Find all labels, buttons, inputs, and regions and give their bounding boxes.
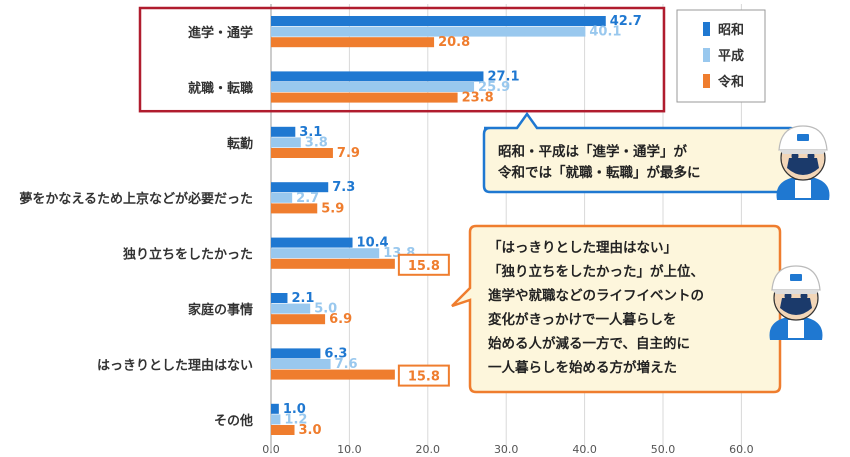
- category-label: 進学・通学: [188, 25, 253, 41]
- value-label: 15.8: [408, 370, 440, 385]
- mascot-cap-badge: [790, 274, 802, 281]
- x-tick-label: 20.0: [416, 443, 441, 456]
- value-label: 1.0: [283, 402, 306, 417]
- bar: [271, 203, 318, 214]
- value-label: 3.8: [305, 135, 328, 150]
- bar: [271, 148, 333, 158]
- value-label: 40.1: [589, 25, 621, 40]
- category-label: 転勤: [227, 136, 253, 152]
- mascot-mask: [787, 158, 819, 175]
- category-label: 家庭の事情: [188, 302, 253, 318]
- mascot-layer: [769, 125, 830, 340]
- callout-text: 昭和・平成は「進学・通学」が: [498, 143, 687, 160]
- bar: [271, 237, 353, 248]
- bar: [271, 293, 288, 303]
- bar: [271, 303, 311, 314]
- bar: [271, 137, 301, 148]
- mascot-collar: [795, 180, 811, 198]
- bar: [271, 258, 395, 269]
- bar: [271, 425, 295, 435]
- mascot-character-icon: [776, 125, 830, 200]
- x-tick-label: 40.0: [572, 443, 597, 456]
- value-label: 5.9: [321, 201, 344, 216]
- bar: [271, 92, 458, 103]
- bar: [271, 182, 329, 193]
- value-label: 7.3: [332, 180, 355, 195]
- category-label: 独り立ちをしたかった: [123, 247, 253, 263]
- mascot-mask: [780, 298, 812, 315]
- legend-swatch: [703, 74, 710, 88]
- bar-layer: [271, 16, 606, 435]
- value-label: 20.8: [438, 35, 470, 50]
- x-tick-label: 60.0: [729, 443, 754, 456]
- highlight-frame: [138, 6, 666, 113]
- callout-layer: 昭和・平成は「進学・通学」が令和では「就職・転職」が最多に「はっきりとした理由は…: [451, 111, 798, 394]
- bar: [271, 26, 586, 37]
- legend-swatch: [703, 22, 710, 36]
- bar: [271, 82, 475, 92]
- mascot-collar: [788, 320, 804, 338]
- category-label: 就職・転職: [188, 80, 253, 96]
- mascot-cap-brim: [779, 150, 827, 154]
- value-label: 6.3: [324, 346, 347, 361]
- callout-text: 始める人が減る一方で、自主的に: [488, 335, 690, 352]
- legend-box: [676, 9, 766, 103]
- bar: [271, 369, 395, 380]
- value-label-box: [397, 253, 450, 276]
- callout-text: 進学や就職などのライフイベントの: [488, 287, 704, 304]
- value-label: 2.1: [291, 291, 314, 306]
- value-label: 5.0: [314, 302, 337, 317]
- bar: [271, 403, 279, 414]
- x-tick-label: 30.0: [494, 443, 519, 456]
- category-label: その他: [214, 413, 253, 429]
- mascot-cap-badge: [797, 134, 809, 141]
- x-tick-label: 0.0: [262, 443, 280, 456]
- callout-text: 「はっきりとした理由はない」: [488, 239, 677, 256]
- value-label: 10.4: [357, 236, 389, 251]
- value-label: 23.8: [462, 91, 494, 106]
- bar: [271, 359, 331, 369]
- legend-label: 平成: [718, 48, 744, 64]
- callout-text: 一人暮らしを始める方が増えた: [488, 359, 677, 376]
- value-label: 15.8: [408, 259, 440, 274]
- value-label: 2.7: [296, 191, 319, 206]
- category-label: はっきりとした理由はない: [97, 357, 253, 373]
- value-label: 42.7: [610, 14, 642, 29]
- label-layer: 進学・通学42.740.120.8就職・転職27.125.923.8転勤3.13…: [19, 14, 641, 438]
- x-tick-label: 50.0: [651, 443, 676, 456]
- callout-text: 変化がきっかけで一人暮らしを: [488, 311, 676, 328]
- bar: [271, 71, 484, 82]
- bar: [271, 37, 435, 48]
- bar: [271, 414, 281, 425]
- value-label: 7.6: [335, 357, 358, 372]
- value-label: 27.1: [487, 69, 519, 84]
- value-label: 6.9: [329, 312, 352, 327]
- legend-label: 令和: [718, 74, 744, 90]
- value-label: 3.0: [299, 423, 322, 438]
- bar: [271, 348, 321, 359]
- callout-text: 「独り立ちをしたかった」が上位、: [488, 263, 704, 280]
- bar: [271, 16, 606, 26]
- value-label: 3.1: [299, 125, 322, 140]
- bar: [271, 248, 380, 259]
- highlight-layer: [138, 6, 666, 113]
- x-tick-label: 10.0: [337, 443, 362, 456]
- callout-text: 令和では「就職・転職」が最多に: [497, 164, 701, 181]
- legend-swatch: [703, 48, 710, 62]
- bar: [271, 192, 293, 203]
- value-label-box: [397, 364, 450, 387]
- value-label: 1.2: [284, 412, 307, 427]
- legend-label: 昭和: [718, 22, 744, 38]
- category-label: 夢をかなえるため上京などが必要だった: [19, 191, 253, 207]
- mascot-cap-brim: [772, 290, 820, 294]
- value-label: 7.9: [337, 146, 360, 161]
- mascot-character-icon: [769, 265, 823, 340]
- bar: [271, 314, 326, 325]
- value-label: 25.9: [478, 80, 510, 95]
- bar: [271, 126, 296, 137]
- callout-bubble: [451, 224, 782, 394]
